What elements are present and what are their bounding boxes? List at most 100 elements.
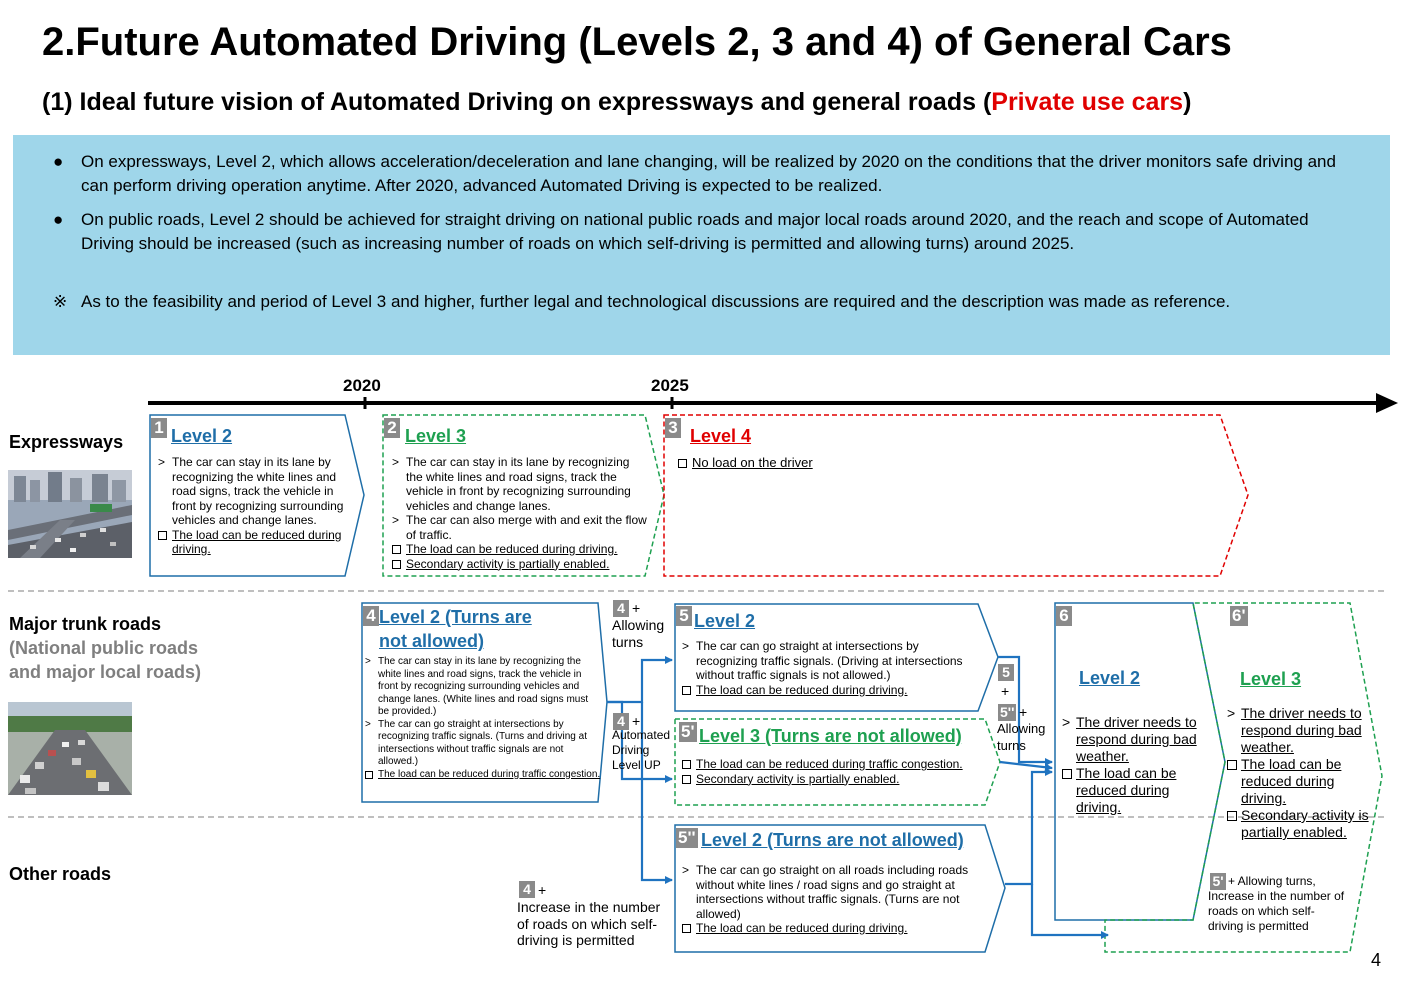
box-5-double-prime [674, 824, 1006, 953]
note1-badge: 4 [613, 600, 629, 617]
badge-5-double-prime: 5'' [676, 828, 698, 848]
box-level4-expressway [663, 414, 1249, 577]
box5p-content: The load can be reduced during traffic c… [682, 757, 982, 786]
note5-text1: + Allowing turns, [1228, 874, 1316, 888]
box1-check: The load can be reduced during driving. [158, 528, 350, 557]
summary-bullet-1: ● On expressways, Level 2, which allows a… [53, 150, 1353, 198]
badge-1: 1 [151, 418, 167, 438]
checkbox-icon [682, 685, 691, 695]
badge-4: 4 [363, 606, 379, 626]
summary-text: On public roads, Level 2 should be achie… [81, 210, 1309, 253]
box-5 [674, 603, 999, 712]
box6p-content: >The driver needs to respond during bad … [1227, 705, 1369, 840]
checkbox-icon [1227, 760, 1237, 770]
box4-content: >The car can stay in its lane by recogni… [365, 656, 601, 780]
box6p-title: Level 3 [1240, 669, 1302, 689]
badge-2: 2 [384, 418, 400, 438]
summary-text: As to the feasibility and period of Leve… [81, 292, 1231, 311]
subtitle-text: (1) Ideal future vision of Automated Dri… [42, 88, 992, 116]
badge-5: 5 [676, 606, 692, 626]
box6-content: >The driver needs to respond during bad … [1062, 714, 1197, 815]
year-2020: 2020 [343, 376, 381, 395]
arrow-5-double-prime-to-6-prime [1030, 884, 1109, 939]
note1-plus: + [632, 600, 641, 616]
note4-text: Allowing turns [997, 721, 1046, 753]
box-level2-expressway [149, 414, 365, 577]
summary-box: ● On expressways, Level 2, which allows a… [13, 135, 1390, 355]
page-subtitle: (1) Ideal future vision of Automated Dri… [42, 88, 1191, 117]
checkbox-icon [682, 924, 691, 933]
checkbox-icon [682, 760, 691, 769]
badge-6: 6 [1056, 606, 1072, 626]
row-label-other-roads: Other roads [9, 864, 112, 884]
note2-plus: + [632, 713, 641, 729]
note2-text: Automated Driving Level UP [612, 728, 671, 772]
note4-badge2: 5'' [998, 704, 1017, 721]
note4-plus1: + [1001, 683, 1010, 699]
note2-badge: 4 [613, 713, 629, 730]
box5-title: Level 2 [694, 611, 756, 631]
summary-text: On expressways, Level 2, which allows ac… [81, 152, 1336, 195]
timeline-arrowhead [1376, 393, 1398, 413]
box5pp-title: Level 2 (Turns are not allowed) [701, 830, 964, 850]
subtitle-highlight: Private use cars [991, 88, 1184, 116]
checkbox-icon [392, 559, 401, 569]
arrow-4-to-5 [607, 656, 673, 704]
box2-content: >The car can stay in its lane by recogni… [392, 455, 647, 571]
box4-title-line2: not allowed) [379, 631, 484, 651]
page-number: 4 [1370, 950, 1381, 970]
note-mark-icon: ※ [53, 292, 68, 311]
box1-title: Level 2 [171, 426, 233, 446]
page-title: 2.Future Automated Driving (Levels 2, 3 … [42, 20, 1232, 64]
box3-title: Level 4 [690, 426, 752, 446]
box-4 [361, 602, 608, 803]
checkbox-icon [1227, 811, 1237, 821]
checkbox-icon [678, 459, 687, 468]
box-5-prime [674, 718, 1001, 806]
note5-text2: Increase in the number of roads on which… [1208, 889, 1345, 933]
note3-badge: 4 [519, 881, 535, 898]
subtitle-suffix: ) [1183, 88, 1192, 116]
box4-title-line1: Level 2 (Turns are [379, 607, 532, 627]
trunk-road-photo [8, 702, 132, 795]
note4-plus2: + [1019, 704, 1028, 720]
row-label-expressways: Expressways [9, 432, 124, 452]
box-level3-expressway [382, 414, 665, 577]
note5-badge: 5' [1210, 873, 1226, 890]
arrow-5-prime-to-6 [999, 760, 1053, 772]
badge-3: 3 [665, 418, 681, 438]
box2-title: Level 3 [405, 426, 467, 446]
note1-text: Allowing turns [612, 617, 665, 650]
box3-content: No load on the driver [678, 455, 978, 471]
arrow-5-to-6 [998, 655, 1053, 766]
note3-plus: + [538, 882, 547, 898]
checkbox-icon [158, 530, 167, 540]
checkbox-icon [365, 770, 373, 779]
checkbox-icon [392, 545, 401, 554]
box1-content: >The car can stay in its lane by recogni… [158, 455, 350, 557]
summary-bullet-2: ● On public roads, Level 2 should be achi… [53, 208, 1353, 256]
checkbox-icon [1062, 769, 1072, 779]
bullet-icon: ● [53, 210, 64, 229]
bullet-icon: ● [53, 152, 64, 171]
row-label-major-trunk-sub2: and major local roads) [9, 662, 202, 682]
arrow-4-to-5-double-prime [640, 702, 673, 884]
box5p-title: Level 3 (Turns are not allowed) [699, 726, 962, 746]
box6-title: Level 2 [1079, 668, 1141, 688]
checkbox-icon [682, 774, 691, 784]
note4-badge1: 5 [998, 664, 1014, 681]
note3-text: Increase in the number of roads on which… [517, 899, 661, 948]
row-label-major-trunk-sub1: (National public roads [9, 638, 199, 658]
box1-item: >The car can stay in its lane by recogni… [158, 455, 344, 527]
box5pp-content: >The car can go straight on all roads in… [682, 863, 969, 935]
box5-content: >The car can go straight at intersection… [682, 639, 963, 697]
arrow-4-to-5-prime [607, 700, 673, 783]
arrow-5-double-prime-to-6 [1005, 768, 1053, 886]
year-2025: 2025 [651, 376, 689, 395]
row-label-major-trunk: Major trunk roads [9, 614, 162, 634]
badge-5-prime: 5' [679, 722, 697, 742]
badge-6-prime: 6' [1230, 606, 1248, 626]
summary-bullet-3: ※ As to the feasibility and period of Lev… [53, 290, 1353, 314]
expressway-photo [8, 470, 132, 558]
